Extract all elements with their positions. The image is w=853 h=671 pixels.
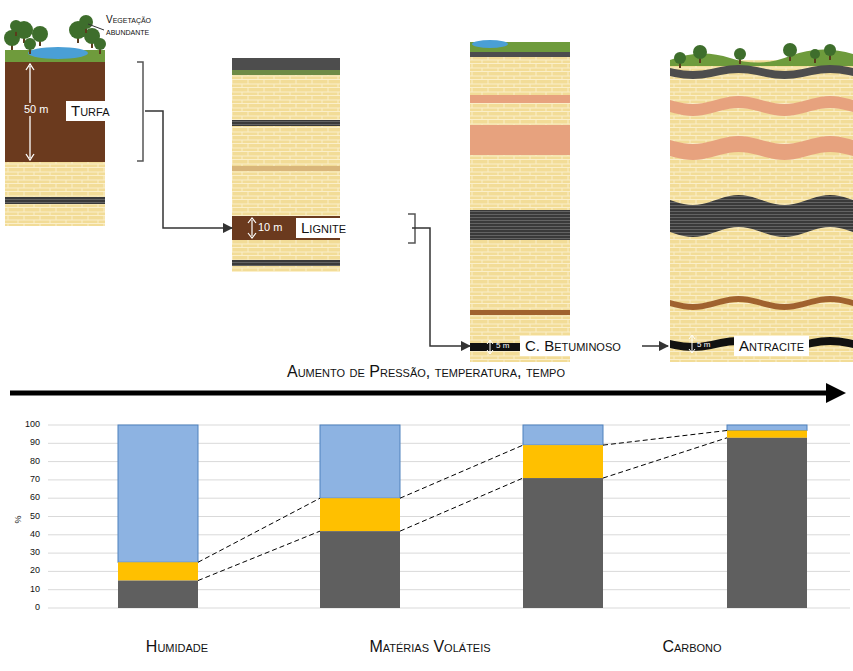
rock-layer xyxy=(470,103,570,125)
rock-layer xyxy=(232,70,340,75)
rock-layer xyxy=(470,95,570,103)
dimension-arrow xyxy=(689,335,695,353)
stage-arrow xyxy=(145,111,232,228)
arrow-label: Aumento de Pressão, temperatura, tempo xyxy=(287,363,565,381)
category-label: Carbono xyxy=(662,638,721,656)
rock-layer xyxy=(5,204,105,226)
moisture-bar xyxy=(320,425,400,498)
axis-tick: 10 xyxy=(30,584,40,595)
folded-layer xyxy=(670,296,853,310)
carbon-bar xyxy=(523,478,603,608)
category-label: Matérias Voláteis xyxy=(369,638,490,656)
stage-arrow xyxy=(412,228,470,346)
dashed-connector xyxy=(198,498,320,562)
dashed-connector xyxy=(400,445,523,498)
category-label: Humidade xyxy=(146,638,208,656)
axis-tick: 70 xyxy=(30,474,40,485)
carbon-bar xyxy=(320,531,400,608)
tree-crown xyxy=(32,26,48,42)
dashed-connector xyxy=(400,478,523,531)
rock-layer xyxy=(232,266,340,272)
axis-unit: % xyxy=(13,515,24,523)
dimension: 5 m xyxy=(496,341,509,351)
moisture-bar xyxy=(118,425,198,562)
stage-name: Turfa xyxy=(66,101,115,121)
water xyxy=(28,47,88,59)
stage-name: Antracite xyxy=(734,336,809,356)
stage-name: Lignite xyxy=(296,218,351,238)
tree-crown xyxy=(693,45,707,59)
rock-layer xyxy=(232,260,340,266)
rock-layer xyxy=(232,120,340,126)
dimension-arrow xyxy=(248,218,256,238)
dashed-connector xyxy=(198,531,320,580)
rock-layer xyxy=(470,155,570,210)
carbon-bar xyxy=(727,438,807,608)
folded-layer xyxy=(670,65,853,79)
axis-tick: 80 xyxy=(30,456,40,467)
moisture-bar xyxy=(523,425,603,445)
rock-layer xyxy=(470,125,570,155)
tree-crown xyxy=(783,43,797,57)
dimension-arrow xyxy=(487,340,493,354)
dashed-connector xyxy=(603,438,727,478)
tree-crown xyxy=(824,44,836,56)
tree-crown xyxy=(94,38,106,50)
axis-tick: 100 xyxy=(25,419,40,430)
stage-label-box: Turfa xyxy=(60,100,145,122)
water xyxy=(472,40,508,48)
volatile-bar xyxy=(118,562,198,580)
folded-layer xyxy=(670,195,853,237)
rock-layer xyxy=(670,60,853,362)
rock-layer xyxy=(232,126,340,166)
rock-layer xyxy=(232,166,340,171)
callout-label: Vegetação abundante xyxy=(106,14,176,38)
rock-layer xyxy=(232,240,340,260)
rock-layer xyxy=(5,162,105,197)
rock-layer xyxy=(470,57,570,95)
rock-layer xyxy=(232,58,340,70)
tree-crown xyxy=(810,49,820,59)
moisture-bar xyxy=(727,425,807,430)
axis-tick: 20 xyxy=(30,565,40,576)
stage-label-box: C. Betuminoso xyxy=(470,335,642,357)
dimension: 50 m xyxy=(24,103,48,116)
tree-crown xyxy=(79,15,93,29)
rock-layer xyxy=(232,75,340,120)
folded-layer xyxy=(670,136,853,160)
axis-tick: 40 xyxy=(30,529,40,540)
volatile-bar xyxy=(727,430,807,437)
leader-line xyxy=(88,24,104,30)
rock-layer xyxy=(232,171,340,216)
folded-layer xyxy=(670,96,853,116)
axis-tick: 60 xyxy=(30,492,40,503)
axis-tick: 30 xyxy=(30,547,40,558)
rock-layer xyxy=(470,52,570,57)
volatile-bar xyxy=(320,498,400,531)
stage-arrow xyxy=(642,345,668,347)
rock-layer xyxy=(470,210,570,240)
bracket xyxy=(137,62,143,161)
volatile-bar xyxy=(523,445,603,478)
tree-crown xyxy=(734,48,746,60)
tree-crown xyxy=(24,38,36,50)
tree-crown xyxy=(674,52,686,64)
carbon-bar xyxy=(118,581,198,608)
axis-tick: 0 xyxy=(35,602,40,613)
dashed-connector xyxy=(603,430,727,445)
process-arrow xyxy=(10,391,838,396)
rock-layer xyxy=(470,310,570,315)
axis-tick: 50 xyxy=(30,511,40,522)
rock-layer xyxy=(470,240,570,310)
stage-label-box: Antracite xyxy=(668,335,846,357)
axis-tick: 90 xyxy=(30,437,40,448)
tree-crown xyxy=(10,20,22,32)
rock-layer xyxy=(5,197,105,204)
stage-name: C. Betuminoso xyxy=(520,336,626,356)
dimension: 5 m xyxy=(697,340,710,350)
dimension: 10 m xyxy=(258,221,282,234)
